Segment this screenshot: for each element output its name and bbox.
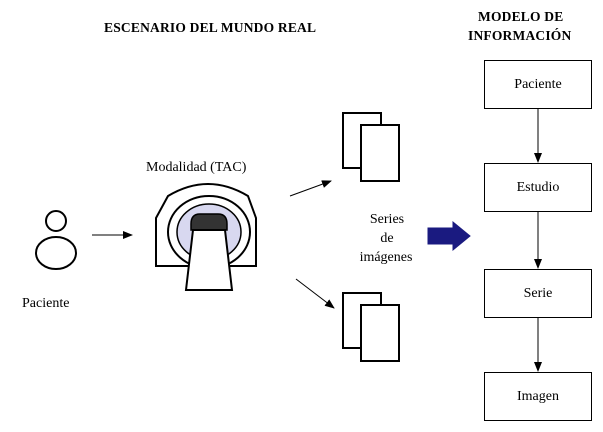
arrow-modality-to-series-bottom	[295, 278, 335, 309]
document-stack-icon	[342, 112, 400, 182]
series-label-line2: de	[380, 231, 394, 246]
model-box-estudio: Estudio	[484, 163, 592, 212]
arrow-modality-to-series-top	[289, 180, 332, 197]
person-icon	[35, 210, 77, 270]
patient-label: Paciente	[22, 296, 70, 311]
info-model-title-line2: INFORMACIÓN	[468, 28, 572, 43]
document-stack-icon	[342, 292, 400, 362]
model-box-imagen: Imagen	[484, 372, 592, 421]
model-box-paciente: Paciente	[484, 60, 592, 109]
model-box-serie: Serie	[484, 269, 592, 318]
series-label-line1: Series	[369, 212, 405, 227]
series-label-line3: imágenes	[359, 250, 413, 265]
modality-label: Modalidad (TAC)	[146, 160, 247, 175]
real-world-title: ESCENARIO DEL MUNDO REAL	[104, 20, 317, 35]
ct-scanner-icon	[155, 183, 257, 291]
big-right-arrow-icon	[427, 220, 471, 252]
info-model-title-line1: MODELO DE	[478, 9, 564, 24]
